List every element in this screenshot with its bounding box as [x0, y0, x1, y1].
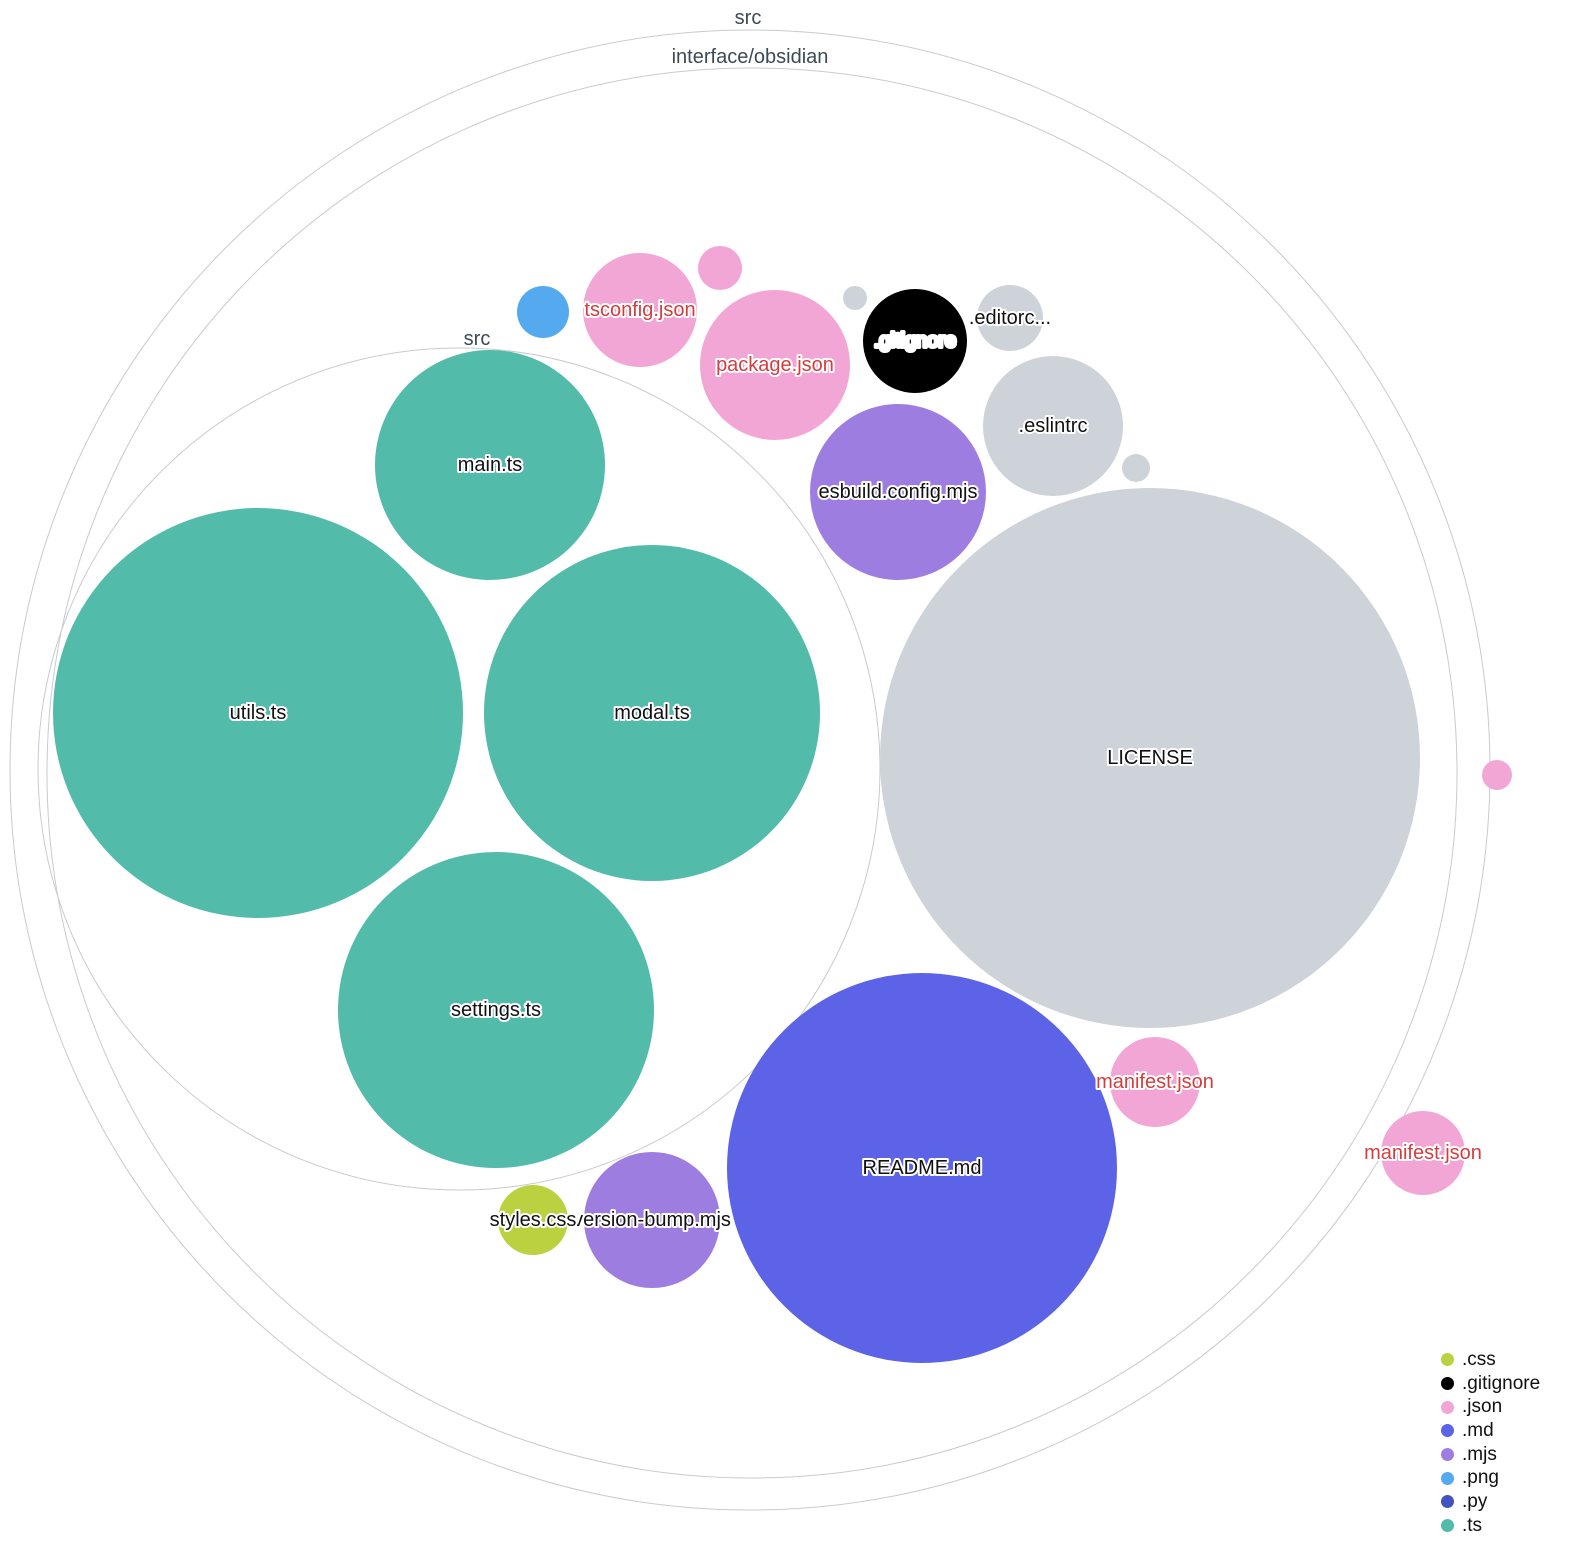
file-circle-readme-md [727, 973, 1117, 1363]
legend-item-json: .json [1441, 1395, 1540, 1419]
legend-dot-gitignore-icon [1441, 1377, 1454, 1391]
file-label-modal-ts: modal.ts [614, 702, 690, 724]
legend-label: .ts [1462, 1514, 1483, 1536]
file-label-readme-md: README.md [863, 1157, 982, 1179]
file-label-eslintrc: .eslintrc [1019, 415, 1088, 437]
legend-label: .json [1462, 1396, 1503, 1418]
file-label-main-ts: main.ts [458, 454, 522, 476]
legend-dot-css-icon [1441, 1353, 1454, 1367]
folder-label-src-inner: src [464, 328, 491, 350]
legend-label: .md [1462, 1419, 1494, 1441]
legend-dot-ts-icon [1441, 1519, 1454, 1533]
legend-item-mjs: .mjs [1441, 1443, 1540, 1467]
legend-dot-json-icon [1441, 1400, 1454, 1414]
file-label-settings-ts: settings.ts [451, 999, 541, 1021]
file-circle-manifest-json-2 [1381, 1111, 1465, 1195]
file-circle-esbuild-config-mjs [810, 404, 986, 580]
file-circle-image-png [517, 286, 569, 338]
file-label-manifest-json: manifest.json [1096, 1071, 1214, 1093]
file-circle-modal-ts [484, 545, 820, 881]
file-circle-version-bump-mjs [584, 1152, 720, 1288]
file-circle-json-small-2 [1482, 760, 1512, 790]
folder-circle-src-inner [37, 347, 881, 1191]
file-label-package-json: package.json [716, 354, 834, 376]
file-circle-editorconfig [977, 285, 1043, 351]
legend-label: .css [1462, 1348, 1496, 1370]
legend-dot-png-icon [1441, 1471, 1454, 1485]
legend-label: .mjs [1462, 1443, 1497, 1465]
file-circle-misc-small-2 [1122, 454, 1150, 482]
file-circle-settings-ts [338, 852, 654, 1168]
file-label-tsconfig-json: tsconfig.json [584, 299, 695, 321]
legend-item-py: .py [1441, 1490, 1540, 1514]
file-circle-eslintrc [983, 356, 1123, 496]
file-circle-utils-ts [53, 508, 463, 918]
file-label-esbuild-config-mjs: esbuild.config.mjs [819, 481, 978, 503]
file-circle-main-ts [375, 350, 605, 580]
legend: .css.gitignore.json.md.mjs.png.py.ts [1441, 1348, 1540, 1538]
folder-label-interface-obsidian: interface/obsidian [672, 46, 829, 68]
file-label-manifest-json-2: manifest.json [1364, 1142, 1482, 1164]
folder-circle-interface-obsidian [46, 67, 1458, 1479]
legend-dot-py-icon [1441, 1495, 1454, 1509]
file-label-styles-css: styles.css [490, 1209, 577, 1231]
file-circle-misc-small-1 [843, 286, 867, 310]
legend-dot-md-icon [1441, 1424, 1454, 1438]
file-label-version-bump-mjs: version-bump.mjs [573, 1209, 731, 1231]
legend-label: .py [1462, 1490, 1488, 1512]
file-circle-tsconfig-json [583, 253, 697, 367]
legend-dot-mjs-icon [1441, 1448, 1454, 1462]
file-circle-package-json [700, 290, 850, 440]
file-circle-gitignore [863, 289, 967, 393]
legend-item-gitignore: .gitignore [1441, 1372, 1540, 1396]
legend-label: .gitignore [1462, 1372, 1541, 1394]
file-circle-styles-css [498, 1185, 568, 1255]
file-circle-manifest-json [1110, 1037, 1200, 1127]
folder-label-src-root: src [735, 7, 762, 29]
file-label-license: LICENSE [1107, 747, 1193, 769]
legend-item-css: .css [1441, 1348, 1540, 1372]
legend-item-md: .md [1441, 1419, 1540, 1443]
file-label-gitignore: .gitignore [874, 330, 956, 352]
legend-item-png: .png [1441, 1466, 1540, 1490]
file-circle-license [880, 488, 1420, 1028]
legend-item-ts: .ts [1441, 1514, 1540, 1538]
file-label-utils-ts: utils.ts [230, 702, 287, 724]
file-label-editorconfig: .editorc... [969, 307, 1051, 329]
legend-label: .png [1462, 1467, 1499, 1489]
file-circle-json-small-1 [698, 246, 742, 290]
